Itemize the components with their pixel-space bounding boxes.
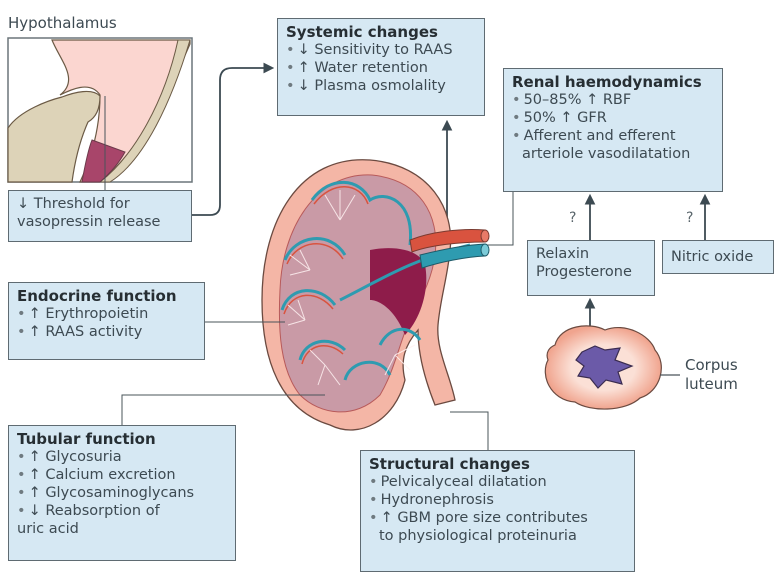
progesterone-label: Progesterone: [536, 264, 632, 280]
relaxin-progesterone-box: Relaxin Progesterone: [527, 240, 655, 296]
nitric-oxide-box: Nitric oxide: [662, 240, 774, 274]
renal-haemodynamics-box: Renal haemodynamics •50–85% ↑ RBF •50% ↑…: [503, 68, 723, 192]
structural-item: •Hydronephrosis: [369, 492, 494, 508]
connector-structural-to-ureter: [450, 411, 489, 450]
tubular-function-title: Tubular function: [17, 430, 156, 448]
hypothalamus-illustration: [7, 37, 193, 192]
relaxin-label: Relaxin: [536, 246, 590, 262]
tubular-item-continuation: uric acid: [17, 521, 79, 537]
structural-changes-box: Structural changes •Pelvicalyceal dilata…: [360, 450, 635, 572]
systemic-item: •↓ Plasma osmolality: [286, 78, 446, 94]
hypothalamus-label: Hypothalamus: [8, 14, 117, 32]
structural-changes-title: Structural changes: [369, 455, 530, 473]
endocrine-item: •↑ RAAS activity: [17, 324, 143, 340]
threshold-line-1: ↓ Threshold for: [17, 196, 130, 212]
renal-item: •Afferent and efferent: [512, 128, 676, 144]
tubular-item: •↑ Glycosuria: [17, 449, 122, 465]
systemic-item: •↑ Water retention: [286, 60, 428, 76]
tubular-item: •↑ Calcium excretion: [17, 467, 176, 483]
tubular-item: •↑ Glycosaminoglycans: [17, 485, 195, 501]
corpus-label-line-2: luteum: [685, 375, 738, 393]
tubular-function-box: Tubular function •↑ Glycosuria •↑ Calciu…: [8, 425, 236, 561]
structural-item: •Pelvicalyceal dilatation: [369, 474, 547, 490]
threshold-line-2: vasopressin release: [17, 214, 161, 230]
vasopressin-threshold-box: ↓ Threshold for vasopressin release: [8, 190, 192, 242]
corpus-luteum-label: Corpus luteum: [685, 356, 738, 394]
structural-item: •↑ GBM pore size contributes: [369, 510, 588, 526]
renal-haemodynamics-title: Renal haemodynamics: [512, 73, 702, 91]
renal-item: •50–85% ↑ RBF: [512, 92, 632, 108]
connector-tubular-to-kidney: [121, 394, 325, 425]
relaxin-question-mark: ?: [569, 210, 577, 226]
corpus-label-line-1: Corpus: [685, 356, 738, 374]
connector-vein-to-renal: [486, 192, 514, 246]
systemic-item: •↓ Sensitivity to RAAS: [286, 42, 453, 58]
systemic-changes-box: Systemic changes •↓ Sensitivity to RAAS …: [277, 18, 485, 116]
systemic-changes-title: Systemic changes: [286, 23, 438, 41]
nitric-oxide-label: Nitric oxide: [671, 249, 754, 265]
tubular-item: •↓ Reabsorption of: [17, 503, 160, 519]
structural-item-continuation: to physiological proteinuria: [379, 528, 577, 544]
endocrine-function-box: Endocrine function •↑ Erythropoietin •↑ …: [8, 282, 205, 360]
renal-item: •50% ↑ GFR: [512, 110, 607, 126]
endocrine-function-title: Endocrine function: [17, 287, 177, 305]
nitric-question-mark: ?: [686, 210, 694, 226]
renal-item-continuation: arteriole vasodilatation: [522, 146, 691, 162]
corpus-luteum-illustration: [544, 325, 680, 410]
endocrine-item: •↑ Erythropoietin: [17, 306, 149, 322]
kidney-illustration: [261, 159, 490, 431]
connector-arrow-vasopressin-to-systemic: [192, 62, 275, 216]
